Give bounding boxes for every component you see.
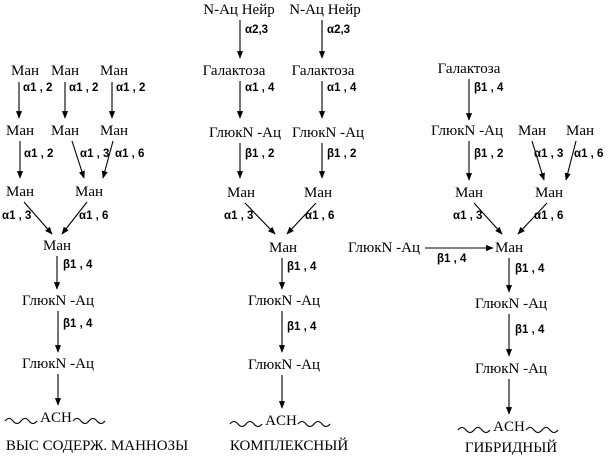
link-label: α2,3: [245, 24, 268, 36]
protein-chain-wave: [4, 417, 38, 425]
bond-arrow: [473, 202, 503, 235]
hybrid-structure: Галактоза β1 , 4 ГлюкN -Ац Ман Ман β1 , …: [348, 61, 603, 456]
link-label: α1 , 2: [24, 148, 53, 160]
mannose-node: Ман: [455, 185, 483, 201]
mannose-node: Ман: [6, 123, 34, 139]
mannose-node: Ман: [43, 238, 71, 254]
bond-arrow: [101, 140, 114, 179]
sialic-acid-node: N-Ац Нейр: [289, 2, 360, 18]
glcnac-node: ГлюкN -Ац: [475, 296, 547, 312]
bond-arrow: [531, 140, 545, 181]
bond-arrow: [61, 201, 88, 235]
link-label: β1 , 4: [287, 321, 317, 333]
link-label: α1 , 2: [69, 82, 98, 94]
mannose-node: Ман: [566, 123, 594, 139]
link-label: β1 , 4: [63, 318, 93, 330]
link-label: β1 , 4: [437, 253, 467, 265]
mannose-node: Ман: [100, 123, 128, 139]
bond-arrow: [23, 201, 53, 235]
link-label: β1 , 4: [63, 259, 93, 271]
link-label: α2,3: [327, 24, 350, 36]
bond-arrow: [244, 202, 276, 235]
link-label: α1 , 3: [224, 210, 253, 222]
bond-arrow: [71, 140, 85, 179]
glcnac-node: ГлюкN -Ац: [292, 125, 364, 141]
mannose-node: Ман: [6, 184, 34, 200]
link-label: α1 , 3: [80, 148, 109, 160]
galactose-node: Галактоза: [203, 63, 266, 79]
caption-hybrid: ГИБРИДНЫЙ: [465, 439, 557, 456]
link-label: α1 , 4: [245, 82, 275, 94]
link-label: α1 , 6: [79, 210, 108, 222]
protein-chain-wave: [457, 426, 491, 434]
link-label: α1 , 6: [305, 210, 334, 222]
mannose-node: Ман: [11, 63, 39, 79]
link-label: α1 , 3: [2, 210, 31, 222]
link-label: β1 , 4: [515, 263, 545, 275]
link-label: β1 , 2: [327, 148, 356, 160]
mannose-node: Ман: [518, 123, 546, 139]
link-label: α1 , 4: [327, 82, 357, 94]
link-label: α1 , 6: [574, 148, 603, 160]
protein-chain-wave: [229, 420, 263, 428]
link-label: α1 , 6: [534, 210, 563, 222]
mannose-node: Ман: [100, 63, 128, 79]
asparagine-node: ACH: [40, 410, 72, 426]
bond-arrow: [286, 202, 317, 235]
glcnac-node: ГлюкN -Ац: [431, 123, 503, 139]
caption-complex: КОМПЛЕКСНЫЙ: [230, 437, 349, 454]
mannose-node: Ман: [495, 240, 523, 256]
mannose-node: Ман: [51, 123, 79, 139]
link-label: β1 , 4: [474, 82, 504, 94]
asparagine-node: ACH: [493, 419, 525, 435]
glcnac-node: ГлюкN -Ац: [348, 240, 420, 256]
mannose-node: Ман: [227, 185, 255, 201]
link-label: β1 , 2: [474, 148, 503, 160]
link-label: α1 , 2: [23, 82, 52, 94]
complex-structure: N-Ац Нейр N-Ац Нейр α2,3 α2,3 Галактоза …: [203, 2, 364, 454]
mannose-node: Ман: [51, 63, 79, 79]
glcnac-node: ГлюкN -Ац: [22, 293, 94, 309]
bond-arrow: [517, 202, 548, 235]
mannose-node: Ман: [269, 240, 297, 256]
high-mannose-structure: Ман Ман Ман α1 , 2 α1 , 2 α1 , 2 Ман Ман…: [2, 63, 188, 454]
bond-arrow: [564, 140, 577, 181]
glcnac-node: ГлюкN -Ац: [248, 357, 320, 373]
glcnac-node: ГлюкN -Ац: [248, 293, 320, 309]
glcnac-node: ГлюкN -Ац: [22, 356, 94, 372]
mannose-node: Ман: [75, 184, 103, 200]
protein-chain-wave: [297, 420, 331, 428]
link-label: α1 , 3: [534, 148, 563, 160]
mannose-node: Ман: [304, 185, 332, 201]
galactose-node: Галактоза: [292, 63, 355, 79]
link-label: α1 , 2: [116, 82, 145, 94]
link-label: β1 , 4: [287, 261, 317, 273]
caption-high-mannose: ВЫС СОДЕРЖ. МАННОЗЫ: [6, 438, 188, 454]
glcnac-node: ГлюкN -Ац: [475, 361, 547, 377]
galactose-node: Галактоза: [438, 61, 501, 77]
protein-chain-wave: [72, 417, 106, 425]
link-label: α1 , 3: [453, 210, 482, 222]
link-label: α1 , 6: [115, 148, 144, 160]
mannose-node: Ман: [535, 185, 563, 201]
asparagine-node: ACH: [265, 413, 297, 429]
link-label: β1 , 2: [245, 148, 274, 160]
glcnac-node: ГлюкN -Ац: [209, 125, 281, 141]
link-label: β1 , 4: [515, 324, 545, 336]
protein-chain-wave: [525, 426, 559, 434]
sialic-acid-node: N-Ац Нейр: [203, 2, 274, 18]
